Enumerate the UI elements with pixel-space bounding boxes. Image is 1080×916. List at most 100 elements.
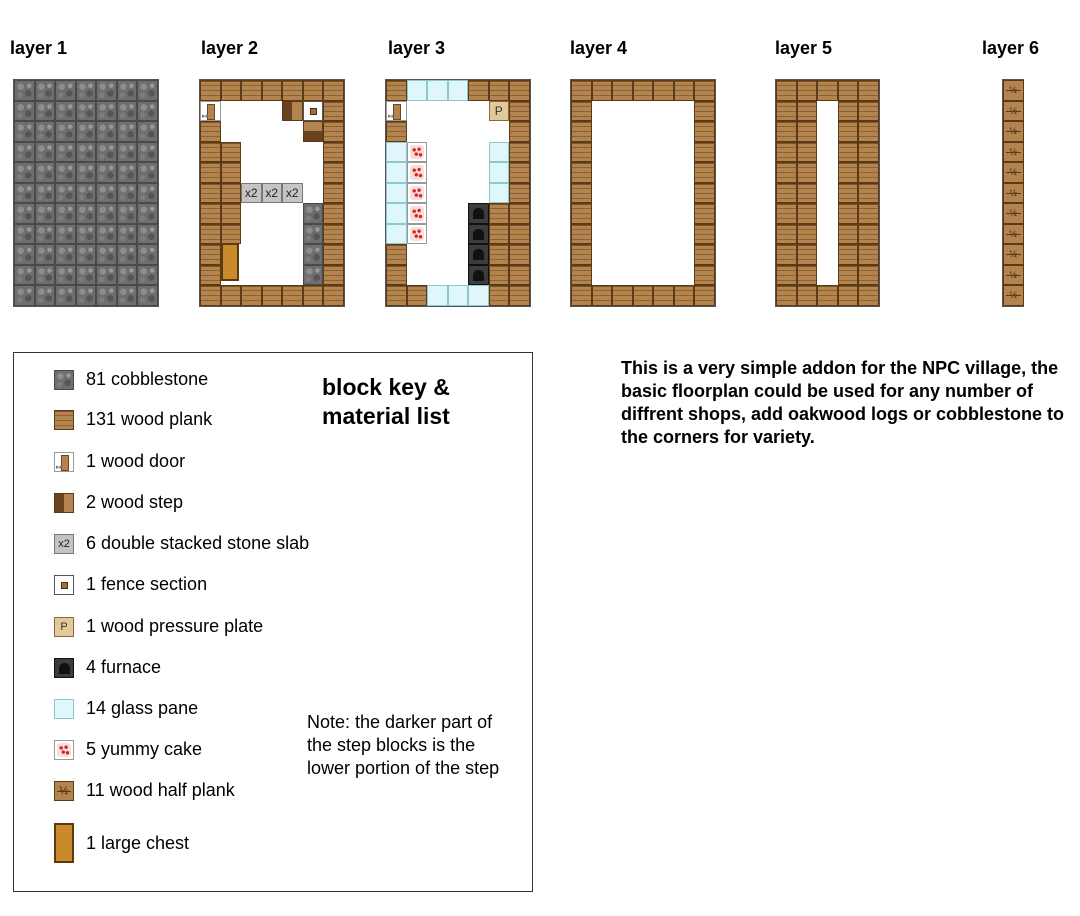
air-block (632, 100, 653, 121)
cobble-block (55, 285, 76, 306)
air-block (673, 244, 694, 265)
plank-block (653, 285, 674, 306)
air-block (241, 162, 262, 183)
air-block (632, 203, 653, 224)
step-icon (54, 492, 74, 513)
chest-icon (54, 823, 74, 863)
plank-block (694, 80, 715, 101)
plank-block (488, 264, 509, 285)
slab-block: x2 (241, 182, 262, 203)
plank-block (509, 264, 530, 285)
plank-block (858, 244, 879, 265)
air-block (612, 141, 633, 162)
plank-block (673, 80, 694, 101)
air-block (673, 264, 694, 285)
legend-item-label: 5 yummy cake (86, 739, 203, 759)
cobble-block (75, 182, 96, 203)
plank-block (261, 80, 282, 101)
plank-block (509, 162, 530, 183)
plank-block (386, 244, 407, 265)
plank-block (488, 285, 509, 306)
plank-block (200, 223, 221, 244)
plank-block (796, 244, 817, 265)
plank-block (694, 182, 715, 203)
plank-block (200, 285, 221, 306)
slab-block: x2 (261, 182, 282, 203)
plank-block (694, 264, 715, 285)
air-block (261, 100, 282, 121)
air-block (447, 100, 468, 121)
air-block (591, 162, 612, 183)
air-block (447, 223, 468, 244)
cobble-icon (54, 369, 74, 390)
plank-block (776, 100, 797, 121)
cobble-block (96, 244, 117, 265)
plank-block (837, 100, 858, 121)
air-block (612, 100, 633, 121)
plank-block (571, 162, 592, 183)
cobble-block (34, 182, 55, 203)
legend-item-label: 81 cobblestone (86, 369, 209, 389)
plank-block (776, 244, 797, 265)
plank-block (694, 121, 715, 142)
plank-block (571, 223, 592, 244)
legend-item-label: 14 glass pane (86, 698, 199, 718)
air-block (261, 223, 282, 244)
plank-block (200, 80, 221, 101)
plank-block (858, 203, 879, 224)
plank-block (323, 244, 344, 265)
plank-block (323, 100, 344, 121)
air-block (447, 264, 468, 285)
cobble-block (116, 100, 137, 121)
cobble-block (75, 223, 96, 244)
plank-block (509, 100, 530, 121)
air-block (653, 121, 674, 142)
cobble-block (116, 223, 137, 244)
air-block (653, 162, 674, 183)
cobble-block (116, 121, 137, 142)
air-block (406, 264, 427, 285)
air-block (241, 223, 262, 244)
plank-block (796, 121, 817, 142)
plank-block (694, 223, 715, 244)
air-block (427, 244, 448, 265)
plank-block (776, 80, 797, 101)
cobble-block (14, 141, 35, 162)
air-block (447, 162, 468, 183)
glass-block (406, 80, 427, 101)
air-block (673, 203, 694, 224)
plank-block (488, 223, 509, 244)
air-block (468, 141, 489, 162)
layer-1-grid (13, 79, 159, 307)
cobble-block (14, 182, 35, 203)
plank-block (509, 121, 530, 142)
air-block (241, 121, 262, 142)
description-text: This is a very simple addon for the NPC … (621, 358, 1065, 447)
cobble-block (14, 100, 35, 121)
plank-block (323, 141, 344, 162)
furnace-block (468, 244, 489, 265)
cobble-block (116, 244, 137, 265)
step-block (282, 100, 303, 121)
air-block (220, 100, 241, 121)
plank-block (323, 121, 344, 142)
air-block (673, 162, 694, 183)
plank-block (858, 162, 879, 183)
plank-block (858, 223, 879, 244)
step-block (302, 121, 323, 142)
air-block (427, 162, 448, 183)
air-block (653, 203, 674, 224)
plank-block (200, 162, 221, 183)
air-block (427, 141, 448, 162)
plank-block (694, 141, 715, 162)
cobble-block (137, 203, 158, 224)
door-icon (54, 451, 74, 472)
cobble-block (55, 141, 76, 162)
plank-block (220, 80, 241, 101)
air-block (406, 121, 427, 142)
cake-icon (54, 739, 74, 760)
cobble-block (137, 100, 158, 121)
plank-block (406, 285, 427, 306)
cobble-block (116, 285, 137, 306)
